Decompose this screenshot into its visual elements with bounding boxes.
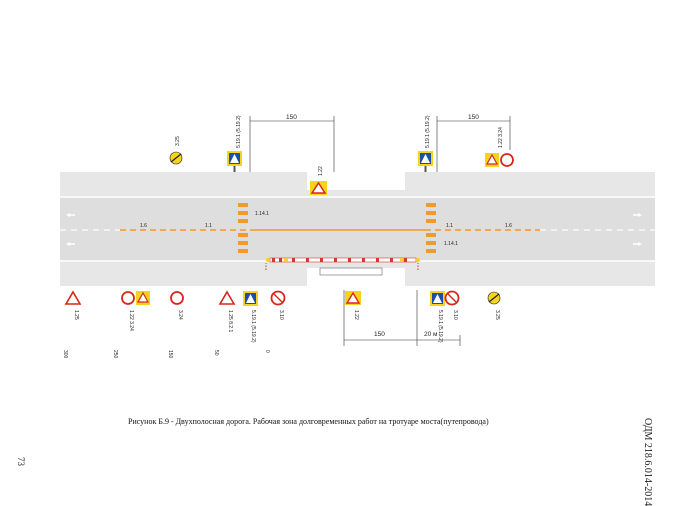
distance-label: 150 [167,350,173,359]
pedestrian-warning-icon [345,291,361,305]
no-pedestrians-icon [444,290,460,306]
crosswalk-label-right: 1.14.1 [444,241,458,247]
sign-code: 5.19.1 (5.19.2) [250,310,256,343]
pedestrian-crossing-icon [243,291,258,306]
sign-code: 1.22 [318,166,324,176]
sign-code: 5.19.1 (5.19.2) [236,115,242,148]
sign-code: 5.19.1 (5.19.2) [437,310,443,343]
bridge-gap-top [307,168,405,190]
sign-code: 1.22 3.24 [128,310,134,331]
pedestrian-crossing-icon [418,151,433,172]
pedestrian-crossing-icon [430,291,445,306]
distance-label: 50 [213,350,219,356]
sign-code: 3.25 [175,136,181,146]
no-pedestrians-icon [270,290,286,306]
document-code: ОДМ 218.6.014-2014 [642,418,653,506]
pedestrian-crossing-icon [227,151,242,172]
marking-right-16: 1.6 [505,223,512,229]
sign-code: 1.22 3.24 [498,127,504,148]
page-number: 73 [16,457,26,466]
distance-label: 250 [112,350,118,359]
dim-top-right: 150 [468,114,479,121]
sign-code: 1.25 [73,310,79,320]
end-speed-limit-icon [487,291,501,305]
pedestrian-warning-and-speed-limit-icon [121,291,150,305]
sign-code: 1.22 [353,310,359,320]
marking-right-11: 1.1 [446,223,453,229]
end-speed-limit-icon [169,151,183,165]
sign-code: 1.25 8.2.1 [227,310,233,332]
speed-limit-icon [170,291,184,305]
work-zone [319,267,383,276]
distance-label: 300 [62,350,68,359]
barrier-row [265,257,420,270]
crosswalk-right [426,203,436,253]
dimension-lines [249,116,511,346]
sign-code: 5.19.1 (5.19.2) [425,115,431,148]
road [60,168,655,290]
pedestrian-warning-icon [310,181,327,195]
distance-label: 0 [264,350,270,353]
road-works-icon [64,290,82,305]
sign-code: 3.25 [494,310,500,320]
dim-bottom-middle: 150 [374,331,385,338]
lane-arrows [66,213,642,246]
marking-left-11: 1.1 [205,223,212,229]
pedestrian-warning-and-speed-limit-icon [485,153,514,167]
dim-top-left: 150 [286,114,297,121]
crosswalk-left [238,203,248,253]
marking-left-16: 1.6 [140,223,147,229]
road-works-icon [218,290,236,305]
carriageway [60,197,655,261]
sign-code: 3.24 [177,310,183,320]
dim-bottom-right: 20 м [424,331,438,338]
road-scheme: 150 150 150 20 м 1.6 1.1 1.1 1.6 1.14.1 … [60,114,655,359]
figure-caption: Рисунок Б.9 - Двухполосная дорога. Рабоч… [128,417,489,426]
crosswalk-label-left: 1.14.1 [255,211,269,217]
sign-code: 3.10 [278,310,284,320]
sign-code: 3.10 [452,310,458,320]
